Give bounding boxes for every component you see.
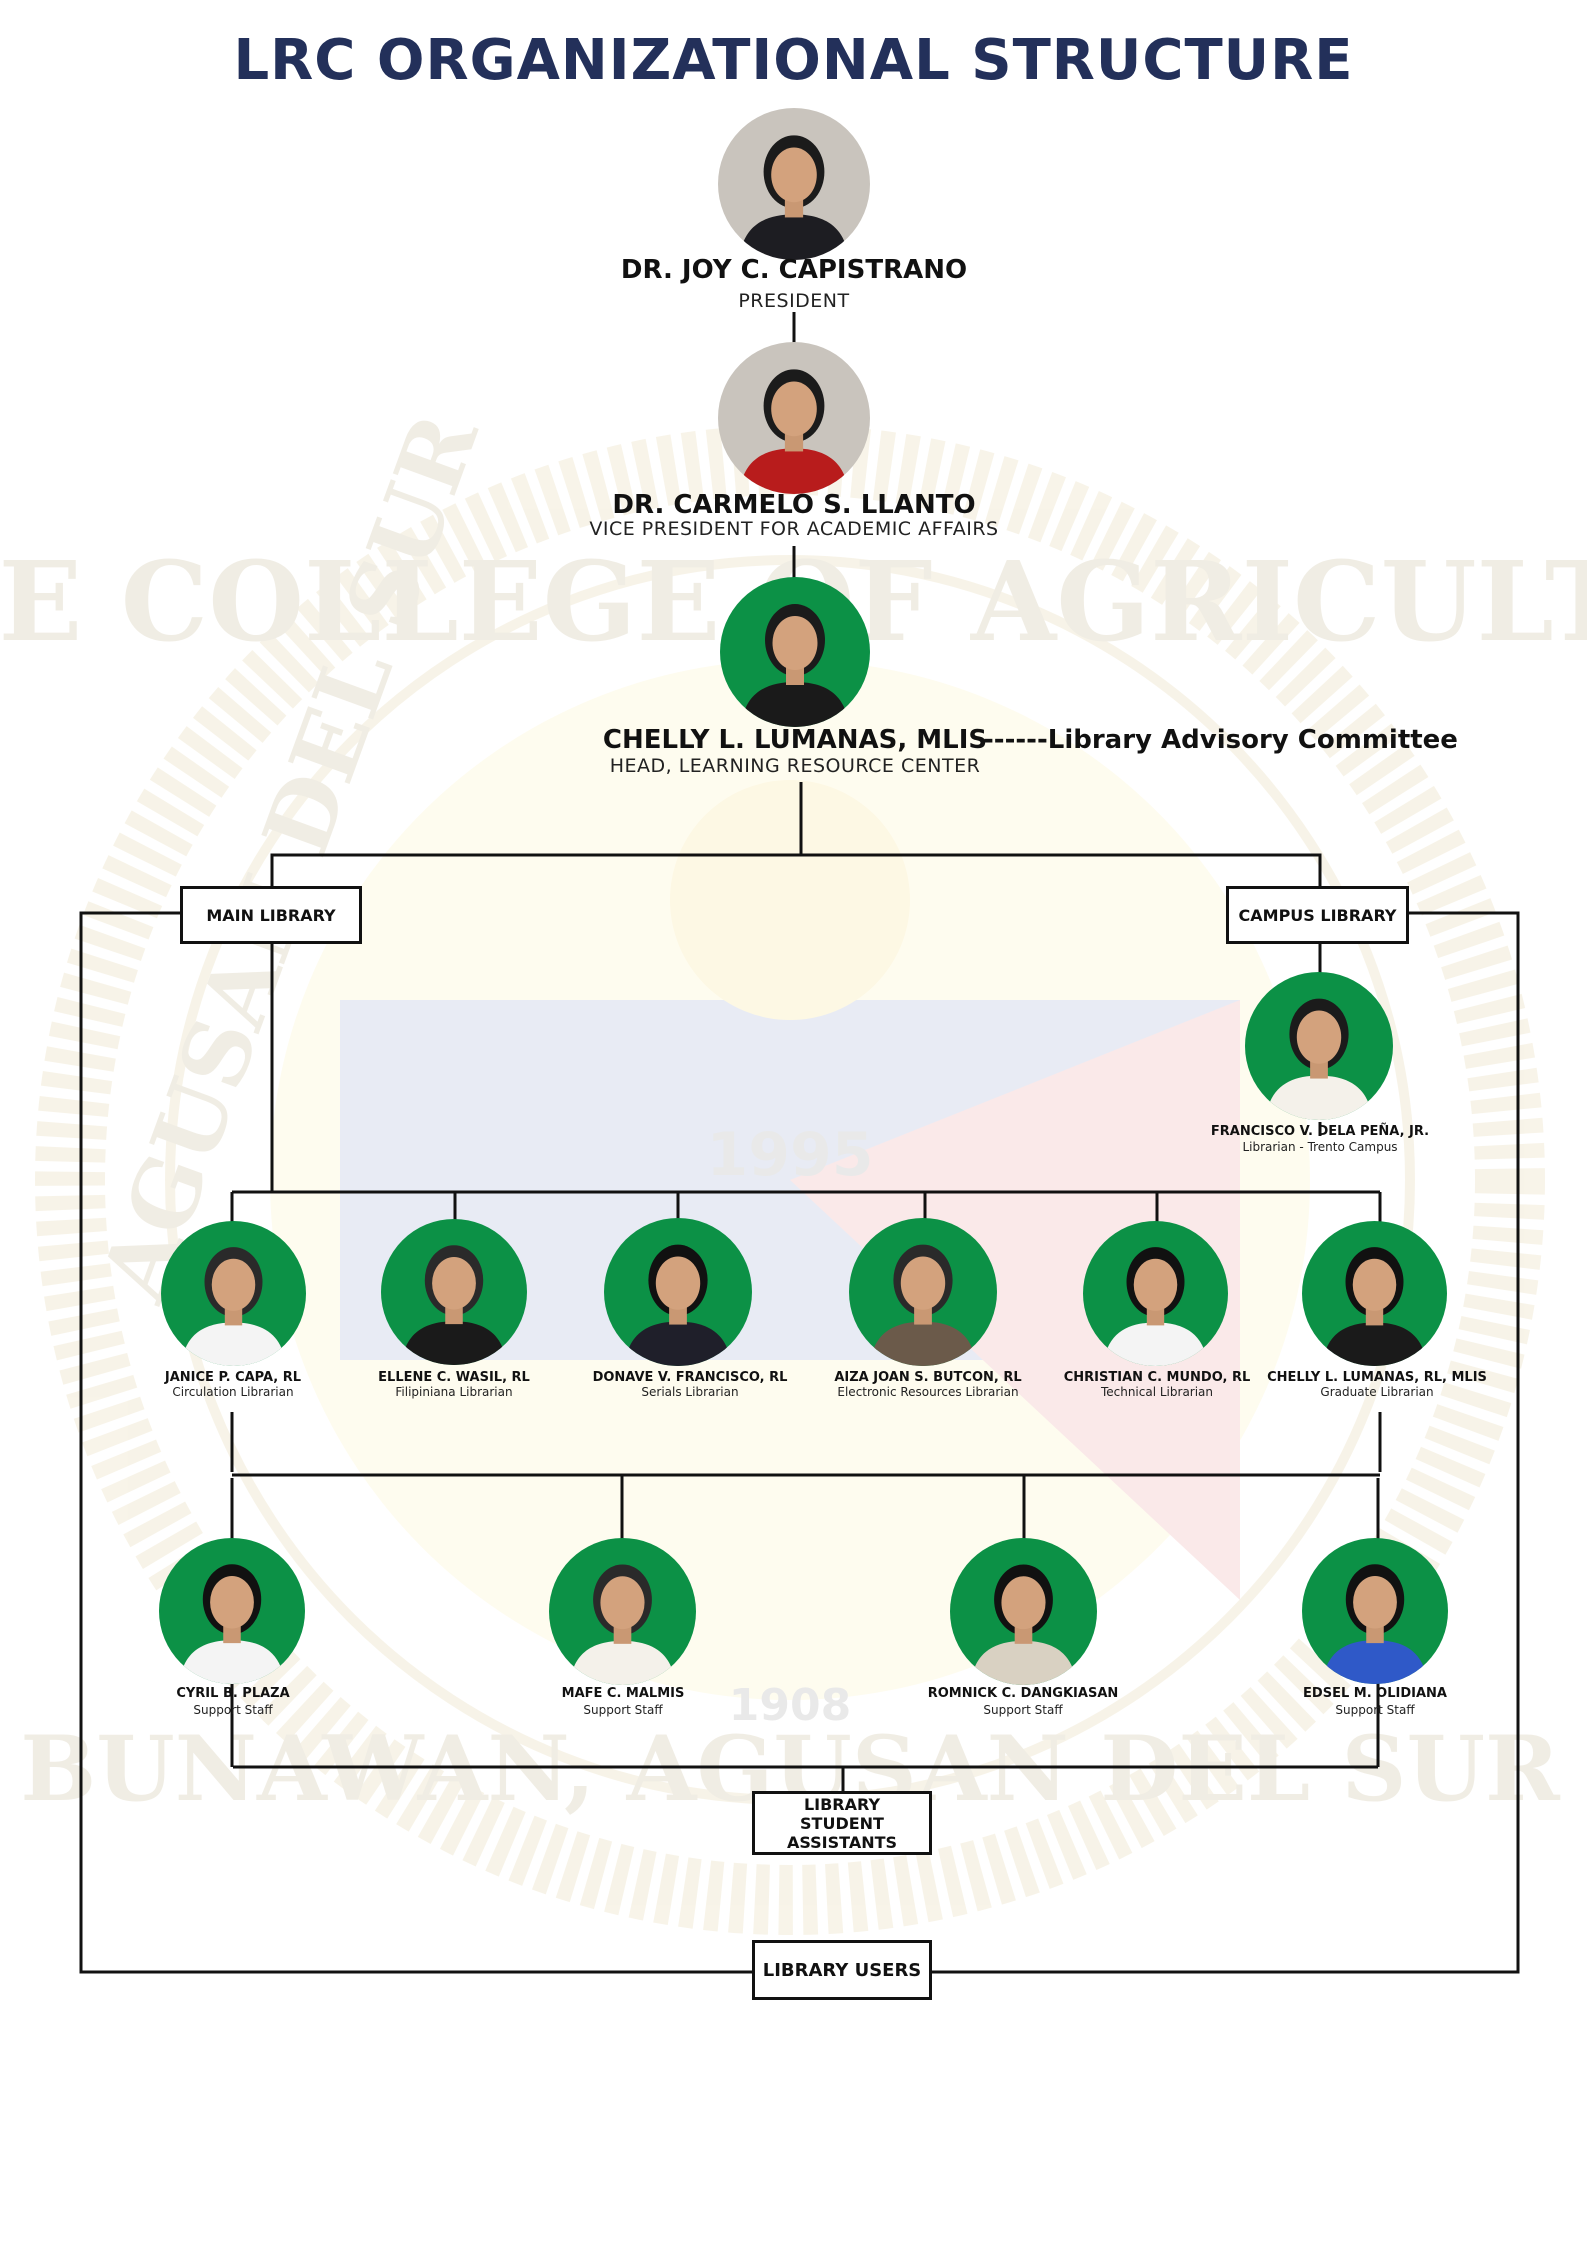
support-staff-name: ROMNICK C. DANGKIASAN: [927, 1686, 1119, 1701]
portrait-image: [1302, 1221, 1447, 1366]
portrait-image: [950, 1538, 1097, 1685]
library-users-box: LIBRARY USERS: [752, 1940, 932, 2000]
shirt: [869, 1321, 977, 1366]
portrait-image: [161, 1221, 306, 1366]
librarian-role: Graduate Librarian: [1320, 1385, 1434, 1399]
vice-president-name: DR. CARMELO S. LLANTO: [612, 490, 976, 520]
librarian-role: Electronic Resources Librarian: [837, 1385, 1019, 1399]
shirt: [569, 1640, 676, 1685]
shirt: [739, 214, 849, 260]
librarian-name: DONAVE V. FRANCISCO, RL: [592, 1370, 788, 1385]
face: [771, 147, 817, 203]
face: [211, 1258, 256, 1311]
support-staff-photo: [950, 1538, 1097, 1685]
librarian-name: CHELLY L. LUMANAS, RL, MLIS: [1267, 1370, 1487, 1385]
support-staff-photo: [1302, 1538, 1448, 1684]
face: [655, 1256, 701, 1310]
portrait-image: [1083, 1221, 1228, 1366]
shirt: [1322, 1322, 1427, 1366]
face: [600, 1576, 645, 1630]
page-title: LRC ORGANIZATIONAL STRUCTURE: [233, 28, 1354, 93]
librarian-name: CHRISTIAN C. MUNDO, RL: [1063, 1370, 1251, 1385]
shirt: [1103, 1322, 1208, 1366]
support-staff-role: Support Staff: [983, 1703, 1063, 1717]
portrait-image: [849, 1218, 997, 1366]
vice-president-photo: [718, 342, 870, 494]
seal-watermark: STATE COLLEGE OF AGRICULTURE AGUSAN DEL …: [0, 400, 1587, 1935]
support-staff-name: MAFE C. MALMIS: [561, 1686, 685, 1701]
portrait-image: [1245, 972, 1393, 1120]
face: [1001, 1576, 1046, 1630]
watermark-year-a: 1995: [707, 1120, 874, 1190]
librarian-photo: [604, 1218, 752, 1366]
librarian-photo: [1083, 1221, 1228, 1366]
face: [900, 1256, 946, 1310]
shirt: [739, 448, 849, 494]
shirt: [970, 1640, 1077, 1685]
lrc-head-role: HEAD, LEARNING RESOURCE CENTER: [609, 755, 981, 777]
face: [210, 1575, 254, 1629]
president-role: PRESIDENT: [738, 290, 850, 312]
shirt: [1322, 1640, 1428, 1684]
portrait-image: [604, 1218, 752, 1366]
face: [1352, 1258, 1397, 1311]
portrait-image: [718, 108, 870, 260]
face: [772, 616, 818, 670]
support-staff-name: CYRIL B. PLAZA: [176, 1686, 290, 1701]
campus-librarian-role: Librarian - Trento Campus: [1242, 1140, 1398, 1154]
face: [1133, 1258, 1178, 1311]
shirt: [624, 1321, 732, 1366]
support-staff-role: Support Staff: [193, 1703, 273, 1717]
shirt: [179, 1640, 285, 1684]
face: [771, 381, 817, 437]
campus-library-box: CAMPUS LIBRARY: [1226, 886, 1409, 944]
library-advisory-committee: ------Library Advisory Committee: [983, 725, 1458, 755]
connector-lines: [79, 312, 1520, 1974]
librarian-photo: [1302, 1221, 1447, 1366]
portrait-image: [381, 1219, 527, 1365]
shirt: [741, 682, 849, 727]
portrait-image: [720, 577, 870, 727]
librarian-photo: [849, 1218, 997, 1366]
librarian-role: Filipiniana Librarian: [395, 1385, 513, 1399]
librarian-role: Circulation Librarian: [172, 1385, 294, 1399]
face: [432, 1256, 476, 1310]
librarian-photo: [381, 1219, 527, 1365]
face: [1296, 1010, 1342, 1064]
portrait-image: [159, 1538, 305, 1684]
shirt: [181, 1322, 286, 1366]
campus-librarian-photo: [1245, 972, 1393, 1120]
lrc-head-name: CHELLY L. LUMANAS, MLIS: [602, 725, 988, 755]
librarian-name: JANICE P. CAPA, RL: [164, 1370, 302, 1385]
support-staff-role: Support Staff: [583, 1703, 663, 1717]
shirt: [401, 1321, 507, 1365]
president-name: DR. JOY C. CAPISTRANO: [620, 255, 968, 285]
librarian-role: Serials Librarian: [641, 1385, 739, 1399]
portrait-image: [718, 342, 870, 494]
face: [1353, 1575, 1397, 1629]
president-photo: [718, 108, 870, 260]
campus-librarian-name: FRANCISCO V. DELA PEÑA, JR.: [1210, 1124, 1430, 1139]
support-staff-name: EDSEL M. OLIDIANA: [1303, 1686, 1447, 1701]
main-library-box: MAIN LIBRARY: [180, 886, 362, 944]
vice-president-role: VICE PRESIDENT FOR ACADEMIC AFFAIRS: [589, 518, 999, 540]
watermark-year-b: 1908: [729, 1680, 851, 1731]
library-student-assistants-box: LIBRARY STUDENT ASSISTANTS: [752, 1791, 932, 1855]
shirt: [1265, 1075, 1373, 1120]
librarian-photo: [161, 1221, 306, 1366]
support-staff-role: Support Staff: [1335, 1703, 1415, 1717]
support-staff-photo: [549, 1538, 696, 1685]
lrc-head-photo: [720, 577, 870, 727]
librarian-name: AIZA JOAN S. BUTCON, RL: [834, 1370, 1022, 1385]
librarian-role: Technical Librarian: [1100, 1385, 1214, 1399]
librarian-name: ELLENE C. WASIL, RL: [378, 1370, 530, 1385]
portrait-image: [1302, 1538, 1448, 1684]
portrait-image: [549, 1538, 696, 1685]
support-staff-photo: [159, 1538, 305, 1684]
